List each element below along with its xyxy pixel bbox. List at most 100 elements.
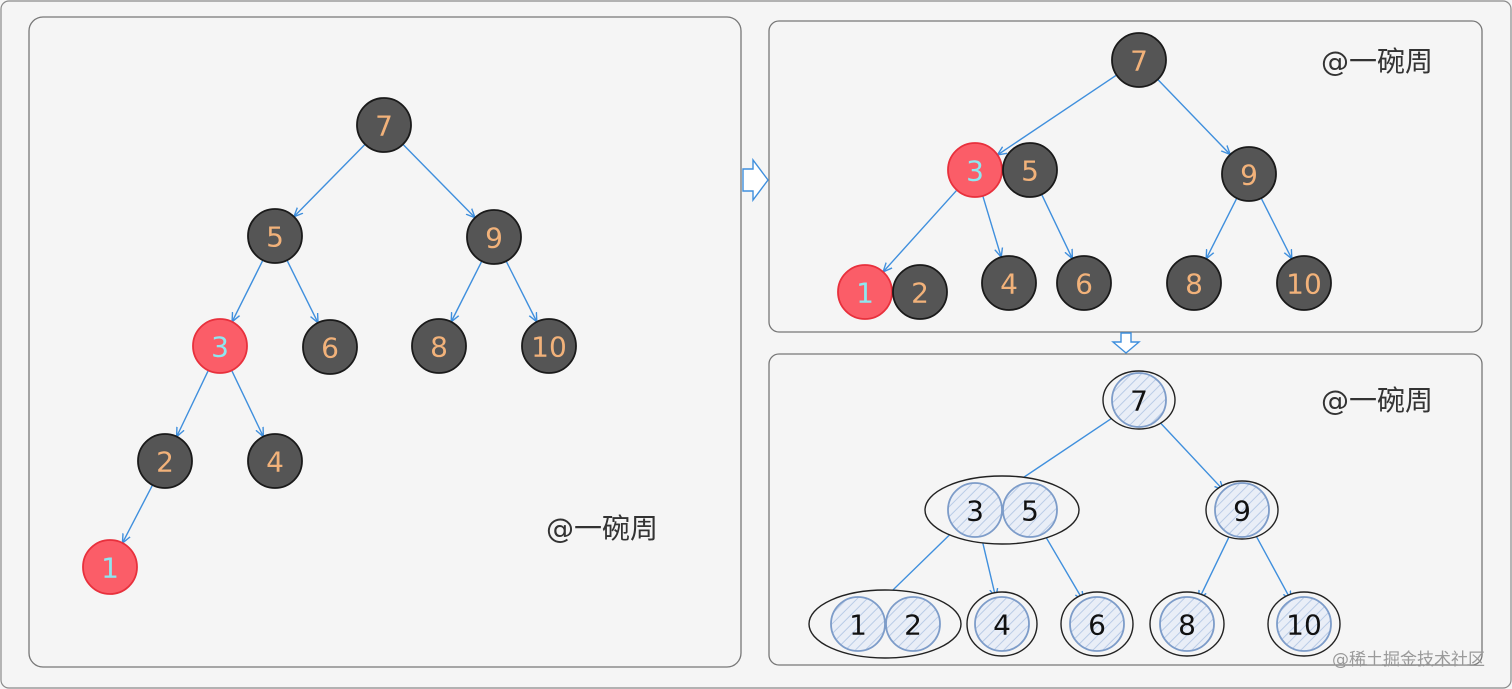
node-circle — [947, 142, 1003, 198]
node-label: 6 — [1075, 268, 1093, 301]
tree-edge — [1259, 196, 1291, 258]
bottom-right-btree-panel-node-3: 3 — [947, 482, 1003, 538]
bottom-right-btree-panel-node-5: 5 — [1002, 482, 1058, 538]
top-right-tree-panel-node-1: 1 — [837, 264, 893, 320]
left-tree-panel-node-8: 8 — [411, 318, 467, 374]
node-circle — [411, 318, 467, 374]
node-label: 7 — [1130, 45, 1148, 78]
left-panel-watermark: @一碗周 — [546, 512, 658, 545]
tree-edge — [1040, 192, 1072, 258]
node-label: 9 — [1233, 495, 1251, 528]
node-label: 7 — [1130, 385, 1148, 418]
tree-edge — [177, 368, 210, 436]
bottom-right-btree-panel-node-9: 9 — [1214, 482, 1270, 538]
node-label: 3 — [966, 495, 984, 528]
node-label: 9 — [1240, 159, 1258, 192]
node-circle — [521, 318, 577, 374]
bottom-right-btree-panel-node-4: 4 — [974, 596, 1030, 652]
node-circle — [1069, 596, 1125, 652]
tree-edge — [230, 368, 263, 436]
bottom-right-btree-panel — [768, 353, 1483, 666]
tree-edge — [295, 142, 367, 216]
left-tree-panel-node-3: 3 — [192, 318, 248, 374]
node-label: 3 — [966, 155, 984, 188]
node-circle — [247, 433, 303, 489]
node-circle — [192, 318, 248, 374]
node-label: 8 — [1185, 268, 1203, 301]
node-label: 5 — [266, 221, 284, 254]
node-label: 5 — [1021, 495, 1039, 528]
node-label: 10 — [1286, 609, 1322, 642]
node-label: 8 — [430, 331, 448, 364]
left-tree-panel-node-10: 10 — [521, 318, 577, 374]
top-right-tree-panel-node-10: 10 — [1276, 255, 1332, 311]
node-label: 5 — [1021, 155, 1039, 188]
top-right-tree-panel-node-5: 5 — [1002, 142, 1058, 198]
tree-edge — [981, 193, 1001, 256]
left-tree-panel-node-6: 6 — [302, 319, 358, 375]
node-label: 1 — [849, 609, 867, 642]
left-tree-panel-node-1: 1 — [82, 539, 138, 595]
node-label: 10 — [531, 331, 567, 364]
node-circle — [247, 208, 303, 264]
top-right-tree-panel-node-7: 7 — [1111, 32, 1167, 88]
node-circle — [356, 97, 412, 153]
node-circle — [1111, 372, 1167, 428]
node-label: 10 — [1286, 268, 1322, 301]
node-circle — [1002, 482, 1058, 538]
left-tree-panel-node-9: 9 — [466, 209, 522, 265]
bottom-right-btree-panel-node-8: 8 — [1159, 596, 1215, 652]
node-circle — [974, 596, 1030, 652]
node-circle — [1214, 482, 1270, 538]
node-circle — [466, 209, 522, 265]
node-circle — [1056, 255, 1112, 311]
top-right-tree-panel-node-4: 4 — [981, 255, 1037, 311]
right-arrow-icon — [742, 157, 769, 203]
node-circle — [1221, 146, 1277, 202]
tree-edges — [123, 73, 1291, 605]
left-tree-panel-node-5: 5 — [247, 208, 303, 264]
bottom-right-btree-panel-node-7: 7 — [1111, 372, 1167, 428]
node-label: 8 — [1178, 609, 1196, 642]
tree-edge — [285, 258, 317, 322]
site-watermark: @稀土掘金技术社区 — [1332, 650, 1485, 670]
node-label: 2 — [911, 277, 929, 310]
node-label: 9 — [485, 222, 503, 255]
tree-edge — [1253, 531, 1291, 599]
node-circle — [1111, 32, 1167, 88]
top-right-panel-watermark: @一碗周 — [1321, 45, 1433, 78]
node-label: 2 — [904, 609, 922, 642]
node-label: 6 — [321, 332, 339, 365]
node-circle — [892, 264, 948, 320]
node-label: 1 — [856, 277, 874, 310]
top-right-tree-panel-node-3: 3 — [947, 142, 1003, 198]
tree-edge — [1199, 532, 1232, 599]
node-label: 6 — [1088, 609, 1106, 642]
node-label: 2 — [156, 446, 174, 479]
node-label: 3 — [211, 331, 229, 364]
down-arrow-icon — [1111, 332, 1141, 354]
node-circle — [1159, 596, 1215, 652]
node-circle — [1002, 142, 1058, 198]
left-tree-panel-node-7: 7 — [356, 97, 412, 153]
node-circle — [837, 264, 893, 320]
bottom-right-btree-panel-node-1: 1 — [830, 596, 886, 652]
node-circle — [82, 539, 138, 595]
node-circle — [302, 319, 358, 375]
node-circle — [1276, 255, 1332, 311]
node-circle — [981, 255, 1037, 311]
node-circle — [137, 433, 193, 489]
tree-edge — [452, 259, 484, 321]
node-circle — [947, 482, 1003, 538]
bottom-right-panel-watermark: @一碗周 — [1321, 384, 1433, 417]
top-right-tree-panel-node-8: 8 — [1166, 255, 1222, 311]
tree-edge — [1042, 531, 1083, 600]
tree-edge — [401, 142, 475, 217]
bottom-right-btree-panel-node-2: 2 — [885, 596, 941, 652]
node-label: 1 — [101, 552, 119, 585]
top-right-tree-panel-node-9: 9 — [1221, 146, 1277, 202]
top-right-tree-panel-node-2: 2 — [892, 264, 948, 320]
left-tree-panel-node-2: 2 — [137, 433, 193, 489]
node-label: 4 — [993, 609, 1011, 642]
